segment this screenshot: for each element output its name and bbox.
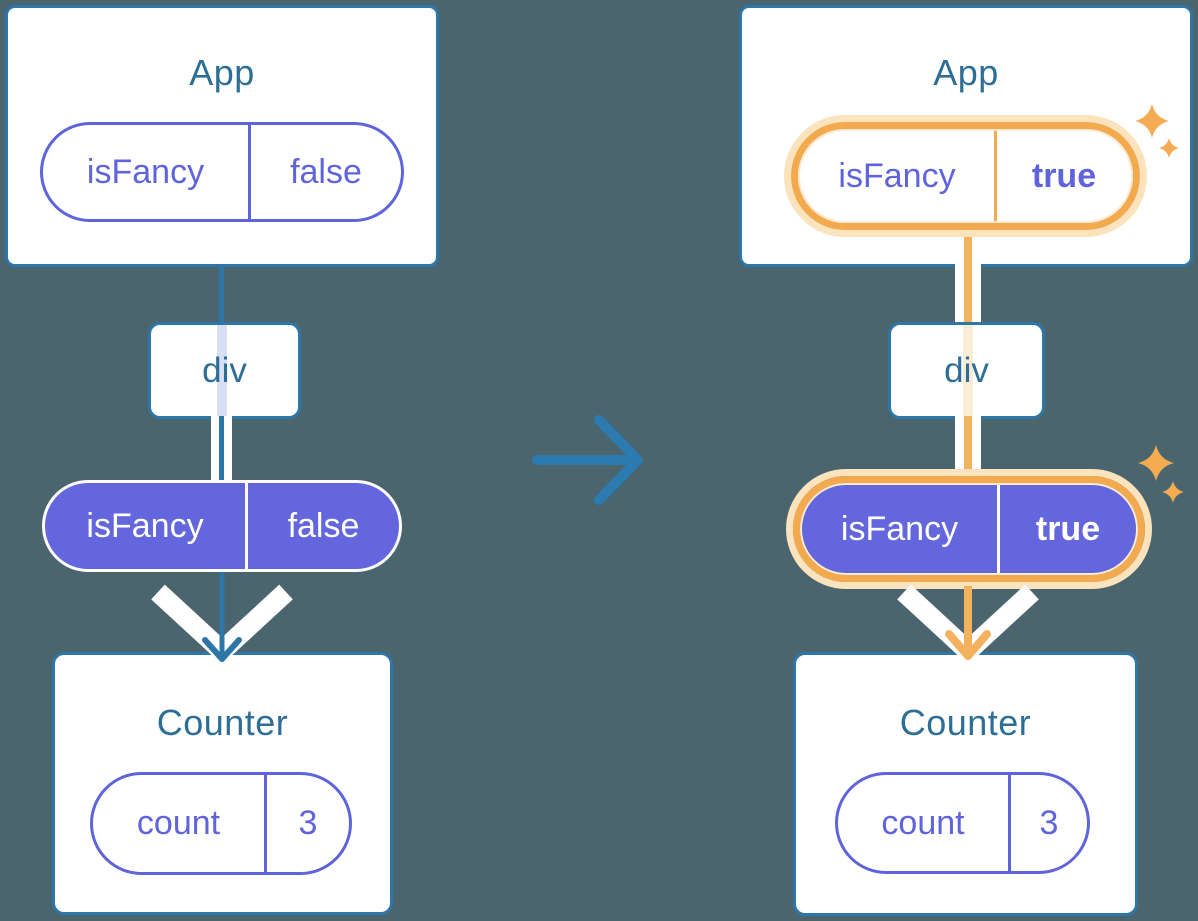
sparkle-large-2 (1138, 445, 1174, 481)
right-edge-app-div (955, 263, 981, 324)
right-app-prop-key: isFancy (800, 131, 997, 221)
app-sparkles-icon (1135, 104, 1179, 158)
left-edge-white-1 (211, 416, 219, 484)
right-state-value: true (1035, 509, 1101, 548)
left-edge-teal (219, 416, 224, 484)
sparkle-small-2 (1162, 481, 1184, 503)
left-teal-arrow-head (202, 637, 242, 662)
right-counter-state-key: count (838, 775, 1011, 871)
right-edge-orange (964, 263, 972, 324)
state-sparkles-icon (1138, 445, 1184, 503)
right-app-prop-value: true (1031, 156, 1097, 195)
sparkle-large (1135, 104, 1169, 138)
right-orange-arrow-head (945, 630, 991, 660)
left-edge-app-div (219, 265, 224, 325)
transition-arrow-icon (532, 415, 643, 505)
left-app-prop-key: isFancy (43, 125, 251, 219)
right-app-prop-inner: isFancy true (798, 129, 1133, 223)
left-edge-div-pill (211, 416, 232, 484)
right-counter-title: Counter (899, 702, 1032, 743)
right-edge-white-4 (972, 416, 981, 484)
left-state-key: isFancy (45, 483, 248, 569)
left-rerender-arrow (151, 572, 293, 665)
right-edge-white-1 (955, 263, 964, 324)
right-app-prop-pill: isFancy true (784, 115, 1147, 237)
sparkle-small (1159, 138, 1179, 158)
right-counter-state-value: 3 (1039, 803, 1059, 842)
left-state-value: false (287, 506, 360, 545)
right-edge-orange-2 (964, 416, 972, 484)
left-div-label: div (202, 350, 247, 390)
right-state-inner: isFancy true (800, 483, 1138, 575)
right-edge-div-pill (955, 416, 981, 484)
left-app-prop-pill: isFancy false (40, 122, 404, 222)
transition-arrow-head (594, 415, 643, 505)
right-div-pale-strip (963, 325, 973, 416)
right-highlight-line-app (964, 233, 972, 269)
right-edge-white-2 (972, 263, 981, 324)
left-counter-state-pill: count 3 (90, 772, 352, 875)
left-counter-state-key: count (93, 775, 267, 872)
right-state-pill: isFancy true (786, 469, 1152, 589)
left-edge-white-2 (224, 416, 232, 484)
left-counter-title: Counter (156, 702, 289, 743)
left-app-prop-value: false (290, 152, 362, 191)
right-state-ring: isFancy true (793, 476, 1145, 582)
right-counter-state-pill: count 3 (835, 772, 1090, 874)
left-counter-state-value: 3 (298, 804, 318, 842)
right-rerender-arrow (897, 584, 1039, 665)
right-state-key: isFancy (802, 485, 1000, 573)
right-app-title: App (933, 52, 999, 93)
right-edge-white-3 (955, 416, 964, 484)
right-app-prop-ring: isFancy true (791, 122, 1140, 230)
left-state-pill: isFancy false (42, 480, 402, 572)
left-div-pale-strip (217, 325, 227, 416)
left-app-title: App (189, 52, 255, 93)
right-div-label: div (944, 350, 989, 390)
